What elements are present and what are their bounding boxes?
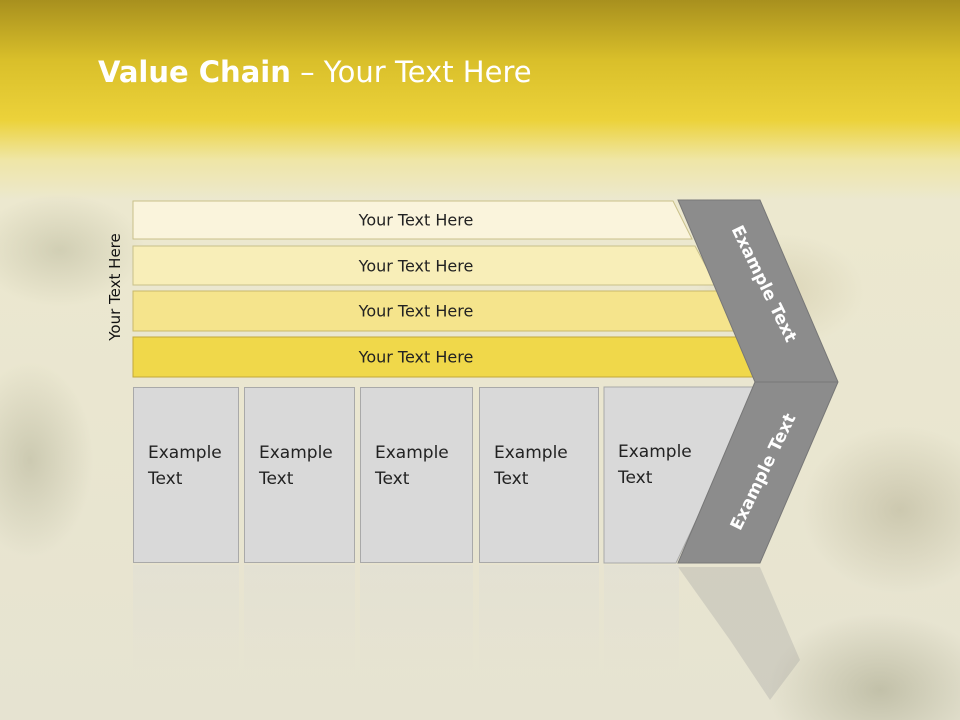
support-row-4-label: Your Text Here (358, 347, 474, 366)
primary-box-4-reflection (479, 565, 599, 685)
support-row-1-label: Your Text Here (358, 210, 474, 229)
primary-box-2-line2: Text (259, 469, 294, 489)
primary-box-1-reflection (133, 565, 239, 685)
primary-box-3-reflection (360, 565, 473, 685)
primary-box-2-line1: Example (259, 443, 333, 463)
support-row-2-label: Your Text Here (358, 256, 474, 275)
chevron-reflection (678, 567, 800, 700)
support-row-4: Your Text Here (133, 338, 764, 375)
support-row-3-label: Your Text Here (358, 301, 474, 320)
slide-title: Value Chain – Your Text Here (98, 55, 532, 89)
primary-box-4: Example Text (479, 387, 599, 563)
title-rest: – Your Text Here (290, 55, 532, 89)
support-row-1: Your Text Here (133, 201, 693, 238)
primary-box-3-line2: Text (375, 469, 410, 489)
primary-box-4-line1: Example (494, 443, 568, 463)
primary-box-4-line2: Text (494, 469, 529, 489)
primary-box-5-line1: Example (618, 442, 692, 462)
support-row-2: Your Text Here (133, 247, 716, 284)
primary-box-5-line2: Text (618, 468, 653, 488)
support-row-1-shape (132, 200, 693, 240)
primary-box-1-line1: Example (148, 443, 222, 463)
primary-box-3-line1: Example (375, 443, 449, 463)
primary-box-5: Example Text (604, 387, 704, 563)
support-row-3: Your Text Here (133, 292, 740, 329)
primary-box-2-reflection (244, 565, 355, 685)
primary-box-2: Example Text (244, 387, 355, 563)
primary-box-1-line2: Text (148, 469, 183, 489)
title-bold: Value Chain (98, 55, 291, 89)
primary-box-1: Example Text (133, 387, 239, 563)
primary-box-3: Example Text (360, 387, 473, 563)
primary-box-5-reflection (604, 565, 679, 685)
